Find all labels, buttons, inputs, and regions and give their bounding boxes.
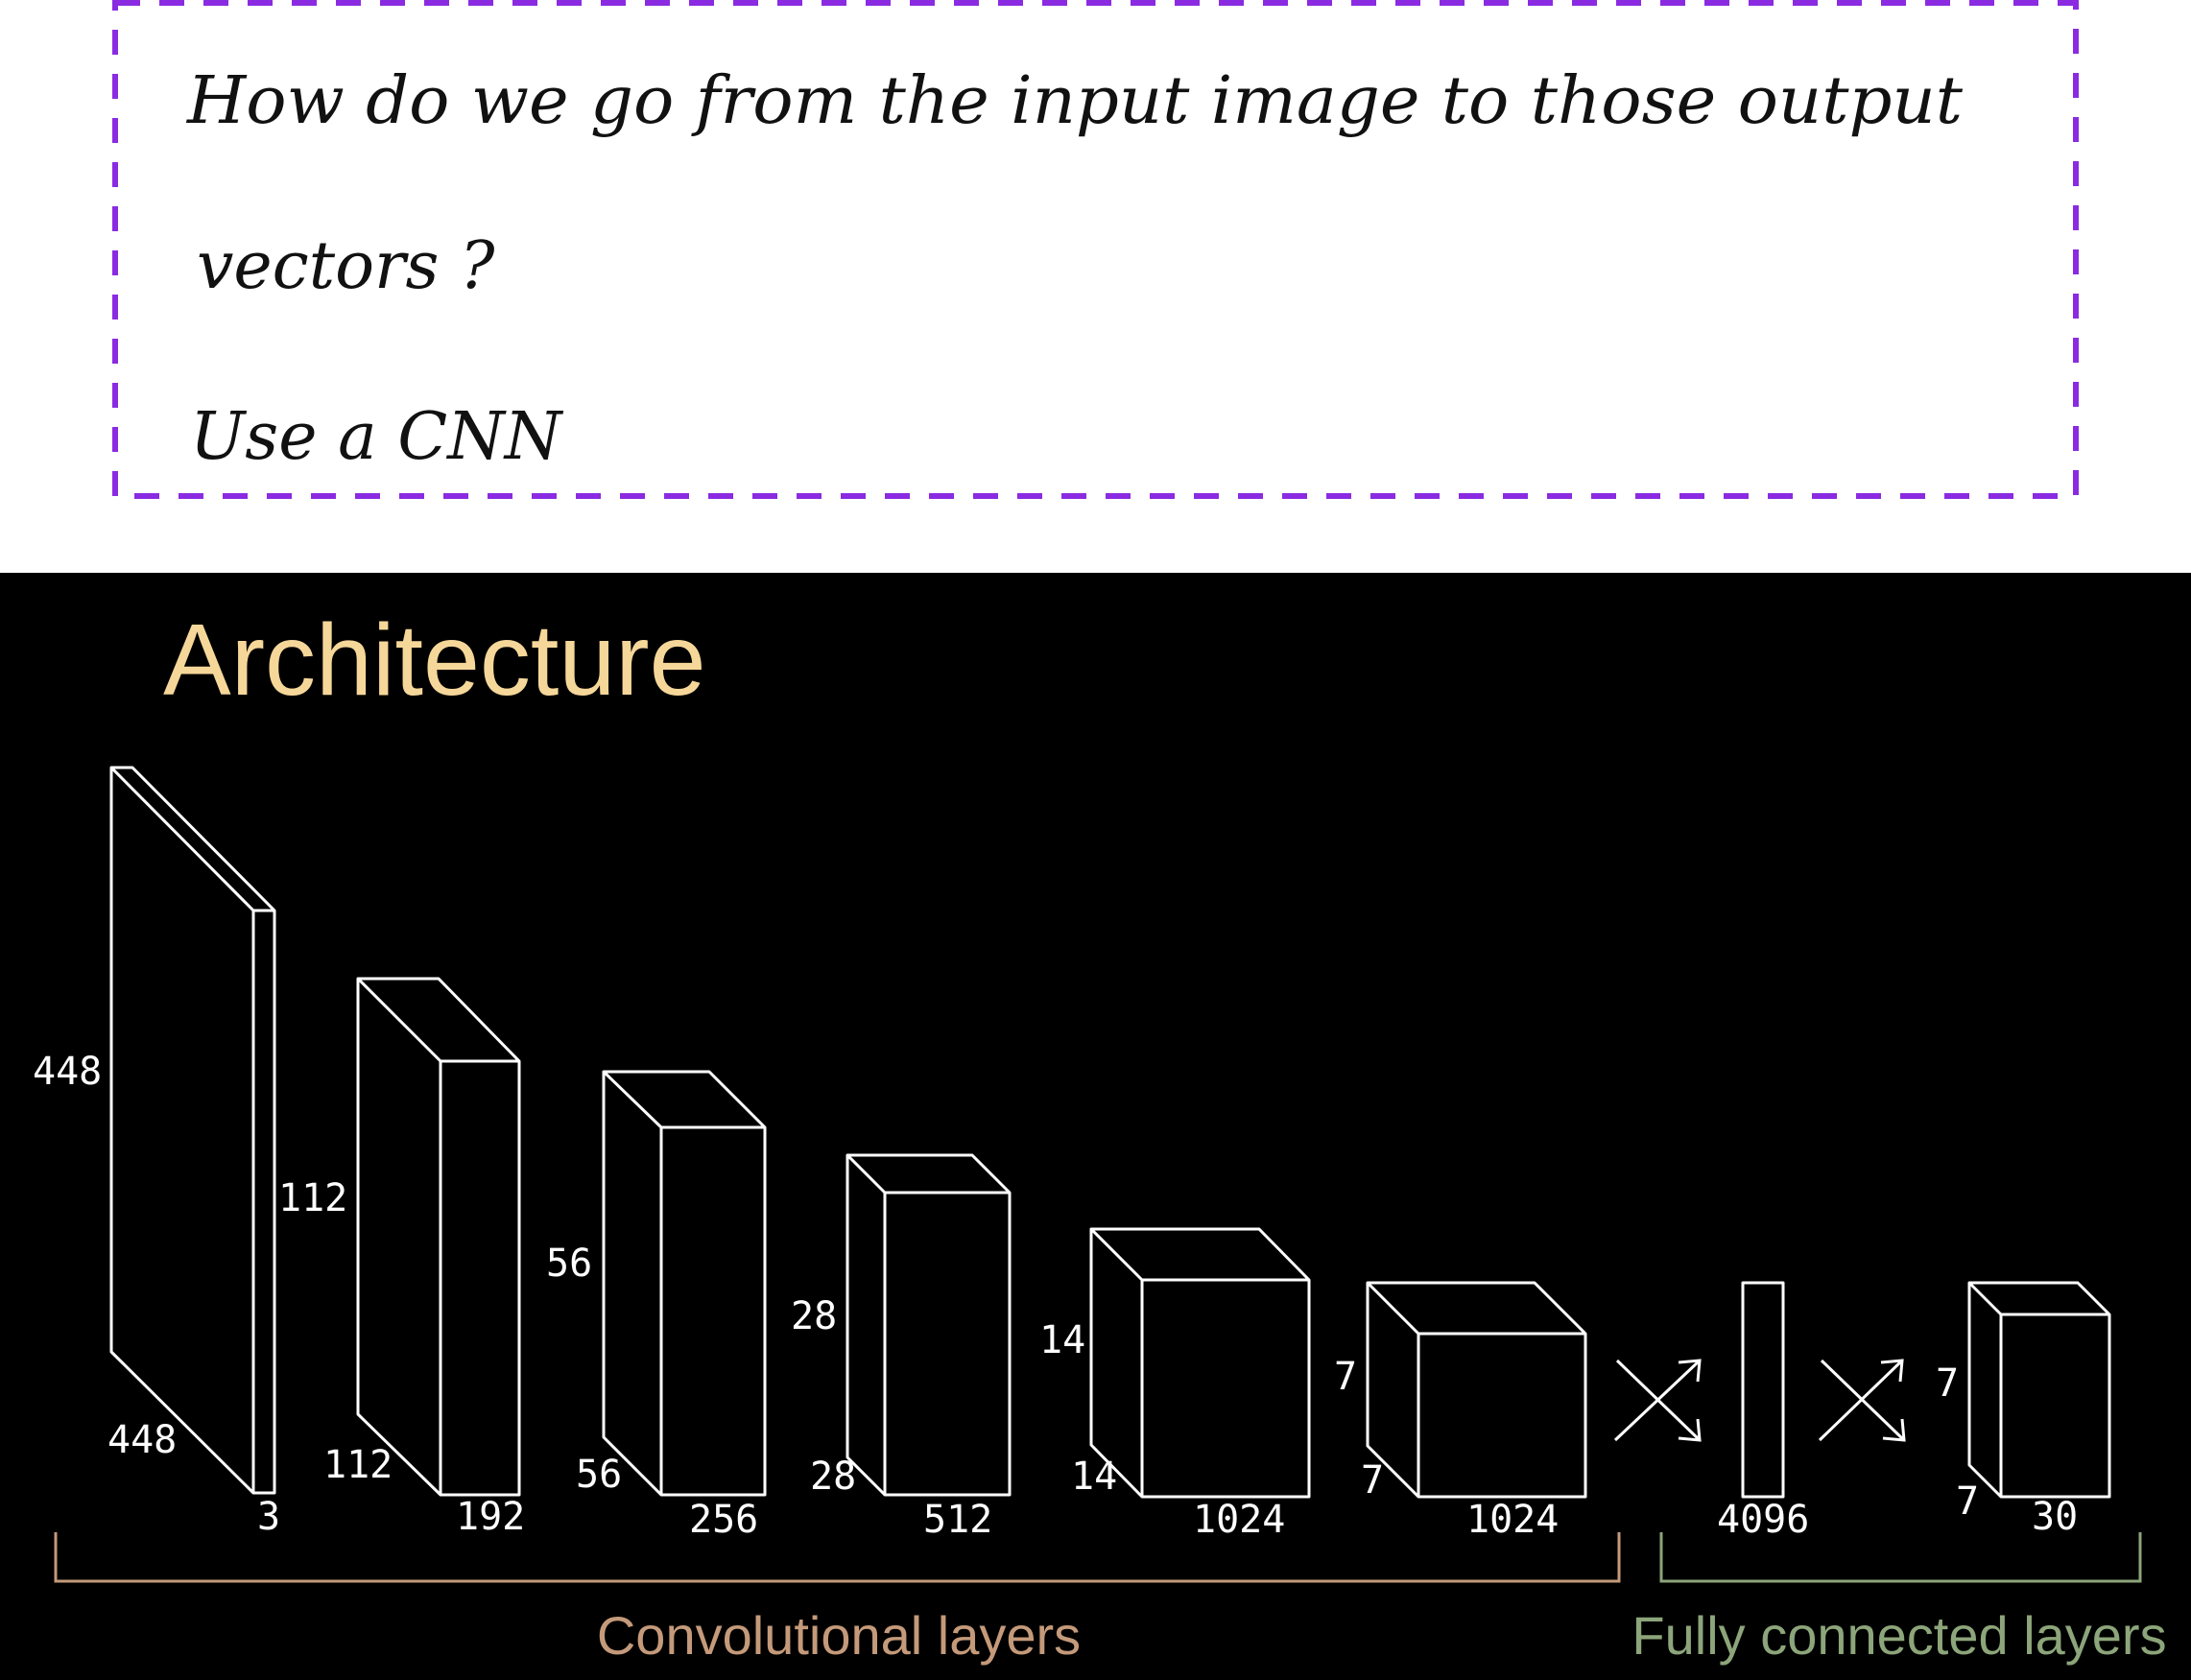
- layer-2-height-label: 112: [278, 1176, 347, 1220]
- layer-6-width-label: 7: [1361, 1458, 1384, 1503]
- note-line-3: Use a CNN: [190, 399, 564, 475]
- architecture-panel: Architecture 448 448 3 112 112 192 56 56…: [0, 573, 2191, 1680]
- note-canvas: How do we go from the input image to tho…: [112, 0, 2079, 499]
- conv-group: Convolutional layers: [54, 1532, 1621, 1666]
- note-line-1: How do we go from the input image to tho…: [185, 63, 1964, 139]
- fc-bracket: [1659, 1532, 2142, 1583]
- layer-5-depth-label: 1024: [1193, 1498, 1285, 1542]
- layer-1-depth-label: 3: [257, 1495, 280, 1539]
- fc-group-label: Fully connected layers: [1631, 1605, 2166, 1666]
- layer-box-8: 7 7 30: [1936, 1281, 2111, 1539]
- layer-box-1: 448 448 3: [33, 766, 280, 1539]
- cross-arrows-icon: [1613, 1359, 1702, 1442]
- layer-1-height-label: 448: [33, 1050, 102, 1094]
- layer-box-6: 7 7 1024: [1334, 1281, 1587, 1542]
- layer-2-depth-label: 192: [456, 1495, 525, 1539]
- layer-4-width-label: 28: [810, 1455, 856, 1499]
- conv-bracket: [54, 1532, 1621, 1583]
- layer-3-height-label: 56: [546, 1242, 592, 1286]
- note-line-2: vectors ?: [197, 228, 495, 304]
- layer-4-height-label: 28: [791, 1294, 837, 1338]
- layer-3-depth-label: 256: [689, 1498, 758, 1542]
- layer-3-width-label: 56: [576, 1453, 622, 1497]
- note-panel: How do we go from the input image to tho…: [0, 0, 2191, 572]
- layer-2-width-label: 112: [323, 1443, 393, 1487]
- note-border: [112, 0, 2079, 499]
- layer-box-2: 112 112 192: [278, 977, 525, 1539]
- layer-4-depth-label: 512: [923, 1498, 992, 1542]
- layer-8-height-label: 7: [1936, 1361, 1959, 1406]
- layer-box-7: 4096: [1717, 1281, 1809, 1542]
- layer-5-width-label: 14: [1071, 1455, 1117, 1499]
- architecture-diagram: Architecture 448 448 3 112 112 192 56 56…: [33, 603, 2167, 1666]
- layer-6-height-label: 7: [1334, 1355, 1357, 1399]
- layer-box-5: 14 14 1024: [1039, 1227, 1311, 1542]
- layer-8-depth-label: 30: [2032, 1495, 2078, 1539]
- layer-box-3: 56 56 256: [546, 1070, 767, 1542]
- layer-1-width-label: 448: [107, 1418, 177, 1462]
- fc-group: Fully connected layers: [1631, 1532, 2167, 1666]
- layer-5-height-label: 14: [1039, 1318, 1085, 1362]
- layer-7-depth-label: 4096: [1717, 1498, 1809, 1542]
- diagram-title: Architecture: [163, 603, 706, 717]
- layer-box-4: 28 28 512: [791, 1153, 1012, 1542]
- layer-8-width-label: 7: [1956, 1479, 1979, 1524]
- conv-group-label: Convolutional layers: [597, 1605, 1081, 1666]
- cross-arrows-icon: [1818, 1359, 1906, 1442]
- layer-6-depth-label: 1024: [1466, 1498, 1559, 1542]
